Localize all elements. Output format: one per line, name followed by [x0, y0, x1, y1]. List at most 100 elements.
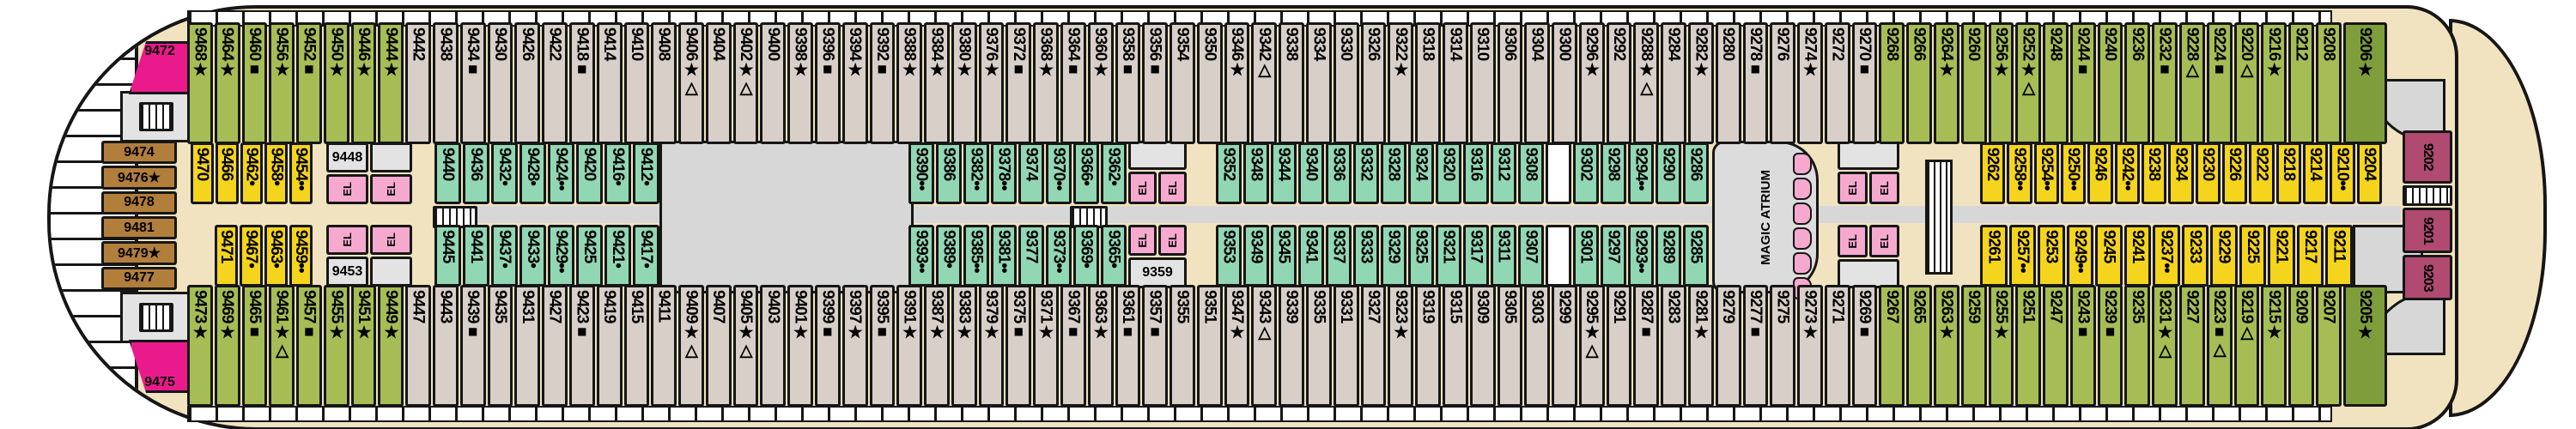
- cabin-label: 9292: [1610, 27, 1629, 61]
- cabin-9269: 9269■: [1851, 285, 1878, 407]
- cabin-label: 9451★: [355, 290, 374, 341]
- cabin-label: 9471: [217, 230, 235, 263]
- cabin-label: 9291: [1610, 290, 1629, 323]
- cabin-9436: 9436: [463, 142, 489, 204]
- mid-elevator-lobby-bottom: EL EL 9359: [1128, 225, 1187, 288]
- cabin-9276: 9276: [1770, 22, 1796, 144]
- elevator: EL: [326, 225, 368, 255]
- cabin-9404: 9404: [705, 22, 732, 144]
- cabin-9459: 9459••: [289, 225, 313, 287]
- cabin-9457: 9457■: [296, 285, 322, 407]
- cabin-9361: 9361■: [1115, 285, 1141, 407]
- cabin-9364: 9364■: [1060, 22, 1086, 144]
- cabin-label: 9333: [1357, 230, 1376, 263]
- fwd-elevator-lobby-bottom: EL EL: [1838, 225, 1899, 288]
- cabin-label: 9423■: [573, 290, 592, 341]
- cabin-label: 9470: [192, 148, 211, 181]
- cabin-label: 9264★: [1937, 27, 1956, 79]
- cabin-9368: 9368★: [1033, 22, 1059, 144]
- cabin-label: 9204: [2360, 148, 2379, 181]
- cabin-label: 9380★: [955, 27, 974, 79]
- cabin-label: 9290: [1659, 148, 1678, 181]
- cabin-9395: 9395■: [869, 285, 896, 407]
- cabin-9226: 9226: [2221, 142, 2248, 204]
- cabin-9217: 9217: [2296, 225, 2324, 287]
- cabin-9423: 9423■: [568, 285, 595, 407]
- cabin-9434: 9434■: [459, 22, 486, 144]
- cabin-label: 9429••: [552, 230, 570, 273]
- cabin-label: 9393••: [912, 230, 931, 273]
- cabin-9464: 9464★: [214, 22, 240, 144]
- cabin-label: 9309: [1473, 290, 1492, 323]
- cabin-label: 9421•: [609, 230, 627, 268]
- cabin-9237: 9237••: [2153, 225, 2180, 287]
- blank-cell: [1546, 225, 1571, 287]
- cabin-label: 9230: [2198, 148, 2217, 181]
- cabin-9440: 9440: [434, 142, 461, 204]
- cabin-label: 9287■: [1637, 290, 1656, 341]
- cabin-9419: 9419: [596, 285, 623, 407]
- cabin-label: 9225: [2244, 230, 2263, 263]
- cabin-9324: 9324: [1408, 142, 1434, 204]
- cabin-label: 9327: [1364, 290, 1382, 323]
- cabin-label: 9334: [1309, 27, 1328, 61]
- cabin-9316: 9316: [1463, 142, 1489, 204]
- cabin-label: 9364■: [1064, 27, 1083, 78]
- cabin-9333: 9333: [1353, 225, 1379, 287]
- cabin-label: 9249••: [2070, 230, 2089, 273]
- cabin-label: 9463•: [267, 230, 285, 268]
- cabin-label: 9294••: [1631, 148, 1650, 190]
- cabin-9203: 9203: [2421, 263, 2435, 292]
- cabin-label: 9255★: [1991, 290, 2010, 341]
- cabin-label: 9417•: [637, 230, 655, 268]
- bow-hull-band: [2449, 19, 2547, 417]
- cabin-label: 9223■△: [2210, 290, 2229, 359]
- cabin-label: 9248: [2046, 27, 2065, 61]
- cabin-label: 9338: [1282, 27, 1301, 61]
- cabin-9441: 9441: [463, 225, 489, 287]
- cabin-label: 9303: [1528, 290, 1546, 323]
- cabin-label: 9330: [1337, 27, 1356, 61]
- cabin-label: 9341: [1302, 230, 1321, 263]
- cabin-9352: 9352: [1216, 142, 1242, 204]
- cabin-9379: 9379★: [978, 285, 1005, 407]
- cabin-9290: 9290: [1656, 142, 1681, 204]
- mid-elevator-lobby-top: EL EL: [1128, 141, 1187, 204]
- cabin-9216: 9216★: [2261, 22, 2287, 144]
- cabin-label: 9214: [2306, 148, 2325, 181]
- cabin-label: 9406★△: [682, 27, 701, 97]
- elevator: EL: [1869, 225, 1899, 257]
- cabin-9346: 9346★: [1224, 22, 1250, 144]
- cabin-label: 9450★: [327, 27, 346, 79]
- cabin-label: 9371★: [1036, 290, 1055, 341]
- cabin-label: 9272: [1828, 27, 1847, 61]
- cabin-9260: 9260: [1960, 22, 1987, 144]
- cabin-9405: 9405★△: [732, 285, 759, 407]
- cabin-9353: 9353: [1216, 225, 1242, 287]
- cabin-9282: 9282★: [1687, 22, 1714, 144]
- cabin-label: 9437•: [495, 230, 513, 268]
- cabin-9407: 9407: [705, 285, 732, 407]
- cabin-label: 9377: [1022, 230, 1041, 263]
- cabin-9481: 9481: [124, 220, 155, 235]
- cabin-label: 9237••: [2157, 230, 2176, 273]
- cabin-9456: 9456★: [269, 22, 295, 144]
- cabin-label: 9363★: [1091, 290, 1110, 341]
- cabin-9223: 9223■△: [2206, 285, 2233, 407]
- cabin-9268: 9268: [1879, 22, 1905, 144]
- cabin-9209: 9209: [2288, 285, 2314, 407]
- cabin-label: 9465■: [245, 290, 264, 341]
- cabin-label: 9387★: [927, 290, 946, 341]
- cabin-9322: 9322★: [1388, 22, 1414, 144]
- cabin-label: 9467•: [242, 230, 260, 268]
- cabin-9416: 9416•: [605, 142, 631, 204]
- cabin-9234: 9234: [2168, 142, 2194, 204]
- cabin-label: 9441: [467, 230, 485, 263]
- cabin-9243: 9243■: [2069, 285, 2096, 407]
- cabin-label: 9373••: [1049, 230, 1068, 273]
- cabin-label: 9335: [1309, 290, 1328, 323]
- cabin-9274: 9274★: [1797, 22, 1823, 144]
- cabin-label: 9448: [331, 149, 363, 165]
